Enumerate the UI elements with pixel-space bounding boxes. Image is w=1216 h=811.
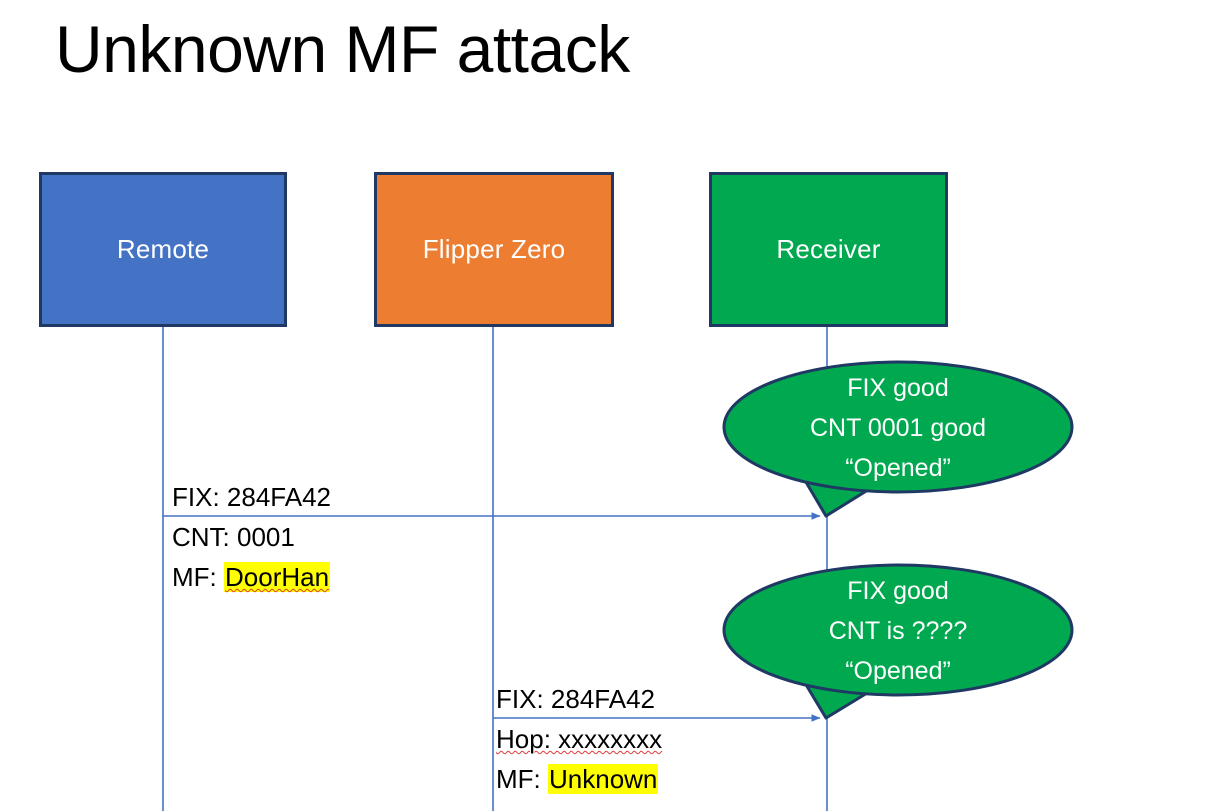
bubble-second-line-2: CNT is ????	[828, 617, 968, 645]
actor-label-flipper: Flipper Zero	[422, 234, 566, 264]
message-1-mf: MF: DoorHan	[172, 557, 331, 597]
message-label-remote-to-receiver: FIX: 284FA42 CNT: 0001 MF: DoorHan	[172, 477, 331, 597]
message-2-hop: Hop: xxxxxxxx	[496, 724, 663, 754]
page-title: Unknown MF attack	[55, 12, 630, 86]
message-1-mf-prefix: MF:	[172, 562, 224, 592]
bubble-second-line-1: FIX good	[847, 577, 949, 605]
bubble-first-line-3: “Opened”	[845, 454, 951, 482]
bubble-first-text: FIX good CNT 0001 good “Opened”	[724, 368, 1072, 488]
message-1-fix: FIX: 284FA42	[172, 482, 331, 512]
actor-label-remote: Remote	[116, 234, 210, 264]
message-2-fix: FIX: 284FA42	[496, 684, 655, 714]
message-2-mf: MF: Unknown	[496, 759, 662, 799]
message-1-cnt: CNT: 0001	[172, 522, 295, 552]
actor-box-remote[interactable]: Remote	[39, 172, 287, 327]
message-2-mf-value: Unknown	[548, 764, 659, 794]
message-2-mf-prefix: MF:	[496, 764, 548, 794]
message-label-flipper-to-receiver: FIX: 284FA42 Hop: xxxxxxxx MF: Unknown	[496, 679, 662, 799]
actor-box-receiver[interactable]: Receiver	[709, 172, 948, 327]
bubble-second-line-3: “Opened”	[845, 657, 951, 685]
actor-box-flipper[interactable]: Flipper Zero	[374, 172, 614, 327]
message-1-mf-value: DoorHan	[224, 562, 331, 592]
bubble-first-line-2: CNT 0001 good	[809, 414, 987, 442]
actor-label-receiver: Receiver	[776, 234, 881, 264]
bubble-second-text: FIX good CNT is ???? “Opened”	[724, 571, 1072, 691]
bubble-first-line-1: FIX good	[847, 374, 949, 402]
